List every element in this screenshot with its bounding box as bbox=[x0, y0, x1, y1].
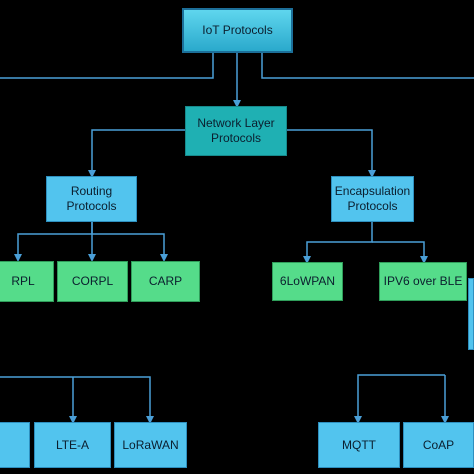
node-encapsulation-protocols: Encapsulation Protocols bbox=[331, 176, 414, 222]
node-iot-protocols: IoT Protocols bbox=[182, 8, 293, 53]
node-lte-a-label: LTE-A bbox=[55, 437, 90, 452]
node-mqtt: MQTT bbox=[318, 422, 400, 468]
node-partial-right bbox=[468, 278, 474, 350]
node-routing-label: Routing Protocols bbox=[66, 184, 117, 213]
node-6lowpan-label: 6LoWPAN bbox=[279, 274, 336, 288]
node-corpl: CORPL bbox=[57, 261, 128, 302]
node-network-layer: Network Layer Protocols bbox=[185, 106, 287, 156]
node-ipv6-ble-label: IPV6 over BLE bbox=[383, 274, 463, 288]
node-iot-protocols-label: IoT Protocols bbox=[202, 23, 273, 37]
connector-network-encapsulation bbox=[287, 129, 376, 178]
node-encapsulation-label: Encapsulation Protocols bbox=[334, 184, 411, 213]
connector-encapsulation-6lowpan bbox=[303, 222, 373, 264]
connector-routing-carp bbox=[92, 233, 168, 262]
node-partial-left bbox=[0, 422, 30, 468]
node-rpl: RPL bbox=[0, 261, 54, 302]
node-network-layer-label: Network Layer Protocols bbox=[197, 116, 275, 145]
node-lorawan-label: LoRaWAN bbox=[122, 437, 179, 452]
node-rpl-label: RPL bbox=[11, 274, 35, 288]
node-carp: CARP bbox=[131, 261, 200, 302]
connector-network-routing bbox=[88, 129, 185, 178]
node-6lowpan: 6LoWPAN bbox=[272, 262, 343, 301]
connector-root-left bbox=[0, 53, 214, 79]
node-ipv6-over-ble: IPV6 over BLE bbox=[379, 262, 467, 301]
node-mqtt-label: MQTT bbox=[342, 437, 376, 452]
node-coap-label: CoAP bbox=[422, 437, 455, 452]
connector-bottom-right-mqtt bbox=[354, 374, 445, 424]
connector-bottom-left-bus bbox=[0, 376, 154, 424]
connector-root-right bbox=[261, 53, 474, 79]
node-lte-a: LTE-A bbox=[34, 422, 111, 468]
node-carp-label: CARP bbox=[148, 274, 183, 288]
node-coap: CoAP bbox=[403, 422, 474, 468]
node-lorawan: LoRaWAN bbox=[114, 422, 187, 468]
node-corpl-label: CORPL bbox=[71, 274, 114, 288]
node-routing-protocols: Routing Protocols bbox=[46, 176, 137, 222]
connector-routing-rpl bbox=[14, 222, 93, 262]
connector-encapsulation-ipv6ble bbox=[372, 241, 428, 264]
